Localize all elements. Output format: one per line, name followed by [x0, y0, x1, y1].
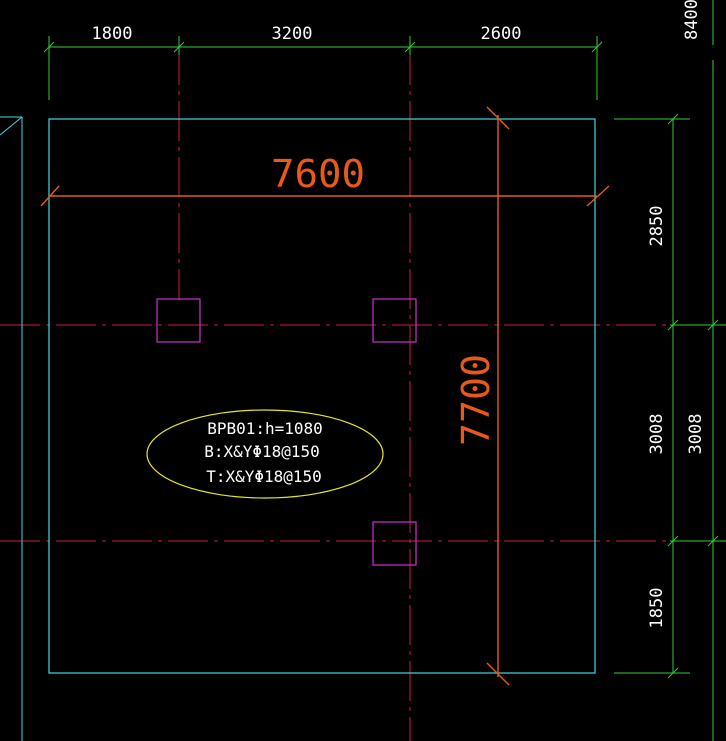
- note-line-2: B:X&YΦ18@150: [204, 442, 320, 461]
- right-dimension-chain: [614, 60, 726, 741]
- top-dim-1: 1800: [92, 24, 133, 44]
- left-edge-fragment: [0, 116, 23, 741]
- top-dimension-chain: [43, 36, 603, 100]
- column-3[interactable]: [372, 521, 417, 566]
- note-ellipse: [146, 409, 384, 499]
- column-1[interactable]: [156, 298, 201, 343]
- right-dim-3: 1850: [647, 588, 667, 629]
- slab-outline[interactable]: [48, 118, 596, 674]
- overall-width-dimension: [40, 185, 610, 207]
- top-dim-2: 3200: [272, 24, 313, 44]
- right-dim-1: 2850: [647, 206, 667, 247]
- note-line-3: T:X&YΦ18@150: [206, 467, 322, 486]
- overall-height-dimension: [486, 106, 510, 686]
- overall-width-label: 7600: [271, 152, 365, 196]
- right-outer-dim: 3008: [686, 414, 706, 455]
- right-dim-2: 3008: [647, 414, 667, 455]
- note-line-1: BPB01:h=1080: [207, 419, 323, 438]
- column-2[interactable]: [372, 298, 417, 343]
- overall-height-label: 7700: [454, 354, 498, 446]
- top-dim-3: 2600: [481, 24, 522, 44]
- columns: [156, 298, 417, 566]
- slab-note[interactable]: BPB01:h=1080 B:X&YΦ18@150 T:X&YΦ18@150: [146, 409, 384, 499]
- axis-lines: [0, 45, 726, 741]
- corner-dimension: 8400: [682, 0, 714, 45]
- corner-dim-label: 8400: [682, 0, 702, 40]
